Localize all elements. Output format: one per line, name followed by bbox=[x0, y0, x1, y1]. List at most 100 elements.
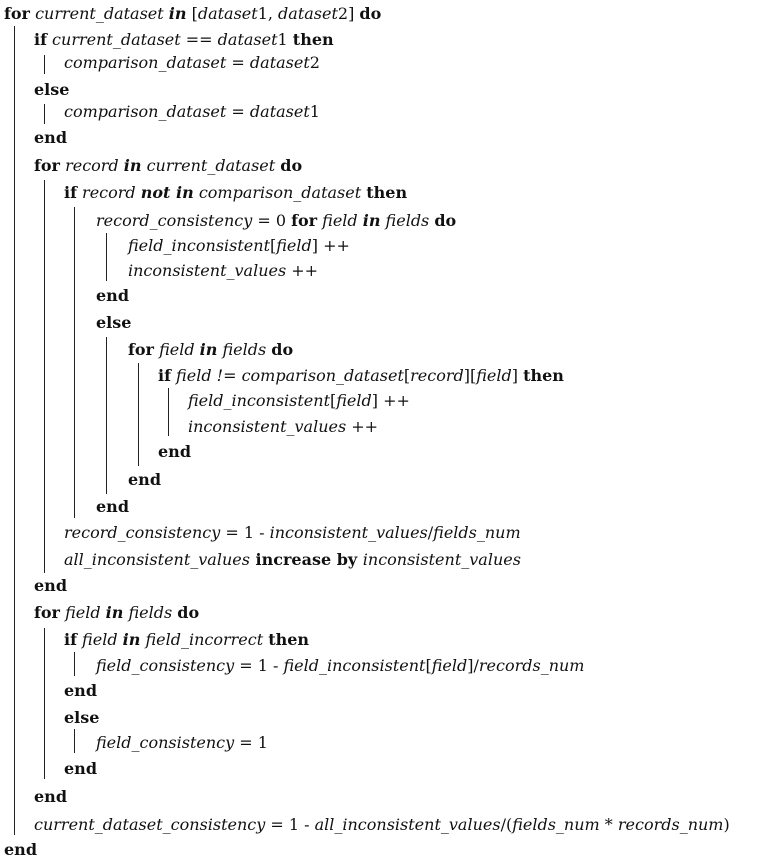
code-token: ) bbox=[723, 815, 730, 834]
code-token: [ bbox=[186, 4, 198, 23]
code-token: end bbox=[4, 840, 37, 859]
code-token: end bbox=[158, 442, 191, 461]
code-token: ] ++ bbox=[371, 391, 410, 410]
block-guide-line bbox=[138, 363, 139, 466]
code-token: 1 bbox=[277, 30, 293, 49]
code-token: = bbox=[226, 53, 250, 72]
code-token: field bbox=[317, 211, 363, 230]
code-token: fields_num bbox=[512, 815, 600, 834]
code-token: records_num bbox=[478, 656, 585, 675]
code-token: dataset bbox=[217, 30, 278, 49]
code-token: field_consistency bbox=[96, 656, 235, 675]
code-token: * bbox=[599, 815, 618, 834]
code-token: dataset bbox=[249, 102, 310, 121]
code-token: for bbox=[4, 4, 30, 23]
algorithm-line: current_dataset_consistency = 1 - all_in… bbox=[34, 815, 730, 835]
code-token: then bbox=[292, 30, 334, 49]
algorithm-line: inconsistent_values ++ bbox=[128, 261, 318, 281]
code-token: ++ bbox=[346, 417, 379, 436]
algorithm-line: end bbox=[34, 576, 67, 596]
code-token: record bbox=[76, 183, 141, 202]
code-token: end bbox=[34, 128, 67, 147]
algorithm-line: else bbox=[34, 80, 69, 100]
code-token: dataset bbox=[249, 53, 310, 72]
algorithm-line: inconsistent_values ++ bbox=[188, 417, 378, 437]
code-token: ++ bbox=[286, 261, 319, 280]
code-token: field bbox=[276, 236, 312, 255]
code-token: end bbox=[96, 286, 129, 305]
code-token: field bbox=[76, 630, 123, 649]
block-guide-line bbox=[44, 628, 45, 779]
code-token: inconsistent_values bbox=[269, 523, 428, 542]
code-token: end bbox=[128, 470, 161, 489]
code-token: in bbox=[168, 4, 187, 23]
code-token: = 1 bbox=[234, 733, 268, 752]
code-token: if bbox=[158, 366, 171, 385]
block-guide-line bbox=[74, 729, 75, 753]
code-token: for bbox=[34, 156, 60, 175]
algorithm-line: end bbox=[4, 840, 37, 860]
code-token: fields bbox=[217, 340, 272, 359]
code-token: field bbox=[476, 366, 512, 385]
algorithm-line: field_consistency = 1 bbox=[96, 733, 268, 753]
code-token: current_dataset bbox=[46, 30, 181, 49]
code-token: record bbox=[410, 366, 464, 385]
code-token: 2 bbox=[309, 53, 320, 72]
algorithm-line: end bbox=[96, 286, 129, 306]
code-token: record bbox=[59, 156, 124, 175]
code-token: record_consistency bbox=[64, 523, 221, 542]
algorithm-line: end bbox=[34, 128, 67, 148]
code-token: increase by bbox=[249, 550, 363, 569]
code-token: field != comparison_dataset bbox=[170, 366, 404, 385]
code-token: field_inconsistent bbox=[283, 656, 426, 675]
code-token: field bbox=[336, 391, 372, 410]
code-token: ]/ bbox=[467, 656, 479, 675]
algorithm-line: for field in fields do bbox=[128, 340, 293, 360]
code-token: in bbox=[362, 211, 381, 230]
code-token: then bbox=[366, 183, 408, 202]
block-guide-line bbox=[44, 55, 45, 74]
code-token: in bbox=[105, 603, 124, 622]
code-token: end bbox=[34, 576, 67, 595]
code-token: field_incorrect bbox=[140, 630, 269, 649]
code-token: in bbox=[122, 630, 141, 649]
code-token: == bbox=[180, 30, 218, 49]
code-token: for bbox=[291, 211, 318, 230]
algorithm-line: record_consistency = 1 - inconsistent_va… bbox=[64, 523, 521, 543]
block-guide-line bbox=[106, 233, 107, 281]
code-token: else bbox=[96, 313, 132, 332]
code-token: ] ++ bbox=[311, 236, 350, 255]
code-token: current_dataset_consistency bbox=[34, 815, 266, 834]
code-token: /( bbox=[500, 815, 513, 834]
code-token: else bbox=[64, 708, 100, 727]
block-guide-line bbox=[44, 104, 45, 124]
code-token: [ bbox=[425, 656, 432, 675]
code-token: end bbox=[34, 787, 67, 806]
algorithm-line: if field in field_incorrect then bbox=[64, 630, 309, 650]
algorithm-line: else bbox=[64, 708, 99, 728]
code-token: / bbox=[427, 523, 434, 542]
code-token: record_consistency bbox=[96, 211, 253, 230]
code-token: do bbox=[359, 4, 382, 23]
code-token: end bbox=[64, 681, 97, 700]
algorithm-line: end bbox=[64, 681, 97, 701]
algorithm-line: for current_dataset in [dataset1, datase… bbox=[4, 4, 381, 24]
code-token: end bbox=[64, 759, 97, 778]
code-token: do bbox=[271, 340, 294, 359]
algorithm-line: end bbox=[128, 470, 161, 490]
code-token: for bbox=[34, 603, 60, 622]
block-guide-line bbox=[168, 388, 169, 436]
code-token: field bbox=[153, 340, 200, 359]
code-token: = bbox=[226, 102, 250, 121]
code-token: = 1 - bbox=[220, 523, 270, 542]
algorithm-line: end bbox=[34, 787, 67, 807]
algorithm-line: field_inconsistent[field] ++ bbox=[128, 236, 350, 256]
code-token: ][ bbox=[463, 366, 477, 385]
code-token: field_inconsistent bbox=[128, 236, 270, 255]
algorithm-line: if field != comparison_dataset[record][f… bbox=[158, 366, 564, 386]
code-token: end bbox=[96, 497, 129, 516]
algorithm-line: end bbox=[158, 442, 191, 462]
code-token: = 1 - bbox=[234, 656, 284, 675]
block-guide-line bbox=[74, 652, 75, 676]
